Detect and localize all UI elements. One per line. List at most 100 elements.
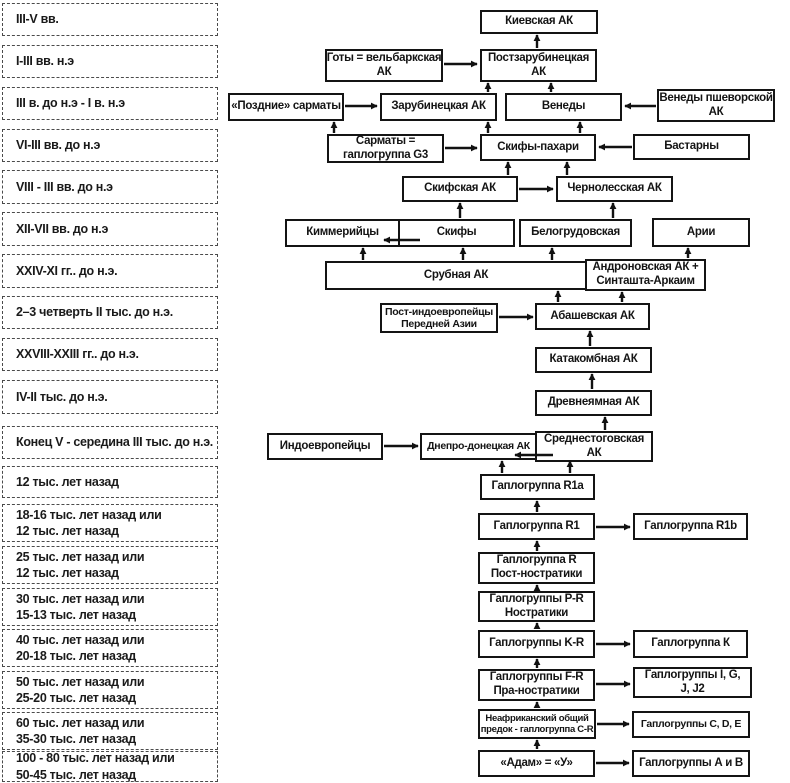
- node-label: Скифы-пахари: [497, 140, 579, 153]
- node-gaplogruppa-k: Гаплогруппа К: [633, 630, 748, 658]
- node-label: Постзарубинецкая: [487, 51, 590, 64]
- node-label: Гаплогруппа К: [651, 637, 730, 650]
- node-srubnaya: Срубная АК: [325, 261, 587, 290]
- timeline-label: 60 тыс. лет назад или: [16, 715, 145, 730]
- timeline-label: 20-18 тыс. лет назад: [16, 649, 136, 663]
- node-label: Готы = вельбаркская: [326, 51, 442, 64]
- node-label: АК: [376, 65, 392, 78]
- node-drevneyamnaya: Древнеямная АК: [535, 390, 652, 416]
- timeline-item: 40 тыс. лет назад или 20-18 тыс. лет наза…: [2, 629, 218, 667]
- timeline-label: 12 тыс. лет назад: [16, 474, 119, 489]
- node-label: Скифская АК: [424, 182, 496, 195]
- node-bastarny: Бастарны: [633, 134, 750, 160]
- node-label: Среднестоговская: [543, 432, 645, 445]
- node-sarmaty-g3: Сарматы =гаплогруппа G3: [327, 134, 444, 163]
- node-indoevropeytsy: Индоевропейцы: [267, 433, 383, 460]
- node-label: Чернолесская АК: [567, 182, 662, 195]
- timeline-label: Конец V - середина III тыс. до н.э.: [16, 435, 213, 450]
- node-label: Катакомбная АК: [549, 353, 638, 366]
- node-label: Пост-ностратики: [490, 568, 583, 580]
- node-label: «Поздние» сарматы: [231, 100, 341, 113]
- node-label: Гаплогруппа R1a: [491, 480, 584, 493]
- node-label: Гаплогруппа R: [496, 554, 577, 567]
- node-skifskaya: Скифская АК: [402, 176, 518, 202]
- timeline-item: III в. до н.э - I в. н.э: [2, 87, 218, 120]
- timeline-label: III-V вв.: [16, 12, 59, 27]
- node-label: Гаплогруппы K-R: [489, 637, 584, 650]
- node-label: Срубная АК: [423, 268, 489, 281]
- timeline-label: XII-VII вв. до н.э: [16, 221, 109, 236]
- node-label: Пра-ностратики: [493, 685, 580, 697]
- node-pozdnie-sarmaty: «Поздние» сарматы: [228, 93, 344, 121]
- node-label: Гаплогруппа R1b: [644, 519, 737, 532]
- node-label: Гаплогруппа R1: [493, 519, 580, 532]
- timeline-item: 25 тыс. лет назад или 12 тыс. лет назад: [2, 546, 218, 584]
- node-label: АК: [708, 105, 724, 118]
- timeline-label: IV-II тыс. до н.э.: [16, 389, 108, 404]
- node-label: Гаплогруппы F-R: [489, 671, 584, 684]
- node-label: Ностратики: [504, 606, 569, 619]
- timeline-label: 40 тыс. лет назад или: [16, 632, 145, 647]
- timeline-item: XII-VII вв. до н.э: [2, 212, 218, 246]
- node-adam: «Адам» = «У»: [478, 750, 595, 777]
- node-gaplogruppy-kr: Гаплогруппы K-R: [478, 630, 595, 658]
- timeline-item: XXVIII-XXIII гг.. до н.э.: [2, 338, 218, 371]
- timeline-item: VI-III вв. до н.э: [2, 129, 218, 162]
- node-label: Абашевская АК: [550, 309, 635, 322]
- timeline-label: 12 тыс. лет назад: [16, 524, 119, 538]
- node-chernolesskaya: Чернолесская АК: [556, 176, 673, 202]
- timeline-item: 2–3 четверть II тыс. до н.э.: [2, 296, 218, 329]
- node-label: Гаплогруппы А и В: [639, 756, 743, 769]
- node-label: Гаплогруппы P-R: [489, 592, 584, 605]
- timeline-label: 50 тыс. лет назад или: [16, 674, 145, 689]
- node-label: Венеды: [541, 100, 586, 113]
- node-label: Синташта-Аркаим: [596, 275, 695, 287]
- node-kievskaya: Киевская АК: [480, 10, 598, 34]
- timeline-item: 50 тыс. лет назад или 25-20 тыс. лет наза…: [2, 671, 218, 709]
- timeline-label: 100 - 80 тыс. лет назад или: [16, 751, 175, 766]
- node-skify: Скифы: [398, 219, 515, 247]
- node-label: Белогрудовская: [531, 226, 620, 239]
- timeline-label: I-III вв. н.э: [16, 54, 74, 69]
- timeline-label: III в. до н.э - I в. н.э: [16, 96, 125, 111]
- timeline-label: VIII - III вв. до н.э: [16, 179, 113, 194]
- node-katakombnaya: Катакомбная АК: [535, 347, 652, 373]
- node-label: Сарматы =: [355, 134, 416, 147]
- node-label: Неафриканский общий: [485, 712, 589, 724]
- node-gaplogruppa-r1a: Гаплогруппа R1a: [480, 474, 595, 500]
- node-label: Венеды пшеворской: [659, 91, 773, 104]
- node-label: Зарубинецкая АК: [391, 100, 486, 113]
- timeline-item: III-V вв.: [2, 3, 218, 36]
- timeline-item: I-III вв. н.э: [2, 45, 218, 78]
- node-andronovskaya: Андроновская АК +Синташта-Аркаим: [585, 259, 706, 291]
- node-label: гаплогруппа G3: [343, 148, 428, 161]
- node-label: J, J2: [680, 682, 705, 695]
- node-label: АК: [586, 446, 602, 459]
- node-label: предок - гаплогруппа C-R: [480, 724, 594, 735]
- timeline-label: 12 тыс. лет назад: [16, 566, 119, 580]
- timeline-label: 30 тыс. лет назад или: [16, 591, 145, 606]
- node-label: Скифы: [436, 226, 477, 239]
- timeline-label: 25 тыс. лет назад или: [16, 549, 145, 564]
- node-kimmeriytsy: Киммерийцы: [285, 219, 400, 247]
- timeline-label: XXIV-XI гг.. до н.э.: [16, 263, 118, 278]
- node-label: АК: [531, 65, 546, 78]
- node-gaplogruppy-i-g-j-j2: Гаплогруппы I, G,J, J2: [633, 667, 752, 698]
- timeline-label: VI-III вв. до н.э: [16, 138, 101, 153]
- node-label: Киммерийцы: [306, 226, 379, 239]
- timeline-label: 25-20 тыс. лет назад: [16, 691, 136, 705]
- timeline-item: XXIV-XI гг.. до н.э.: [2, 254, 218, 288]
- node-venedy: Венеды: [505, 93, 622, 121]
- node-belogrudovskaya: Белогрудовская: [519, 219, 632, 247]
- timeline-item: 12 тыс. лет назад: [2, 466, 218, 498]
